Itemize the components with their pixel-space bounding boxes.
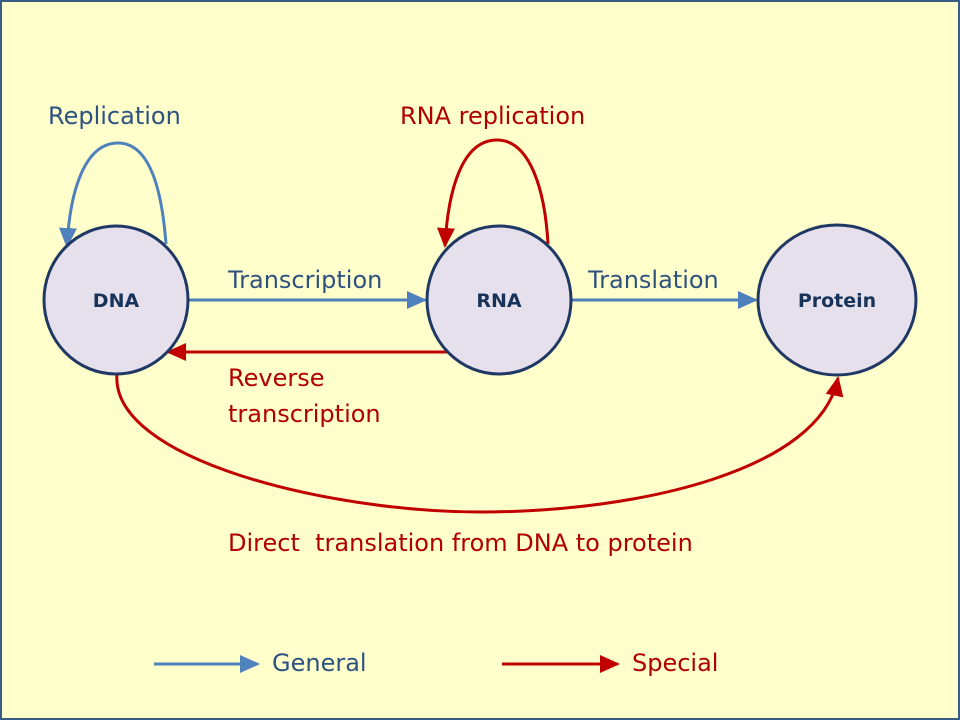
replication-label: Replication [48,102,181,130]
legend: General Special [154,649,718,677]
transcription-label: Transcription [227,266,382,294]
node-protein: Protein [756,223,918,377]
node-dna-label: DNA [93,290,140,312]
rna-replication-label: RNA replication [400,102,585,130]
direct-translation-label: Direct translation from DNA to protein [228,529,693,557]
direct-translation-arrow [115,373,844,514]
translation-label: Translation [587,266,719,294]
replication-arrow [58,141,168,248]
legend-special-label: Special [632,649,718,677]
node-protein-label: Protein [798,290,876,312]
legend-general-label: General [272,649,367,677]
reverse-transcription-label-line1: Reverse [228,364,324,392]
node-dna: DNA [42,224,190,376]
reverse-transcription-label-line2: transcription [228,400,381,428]
node-rna-label: RNA [476,290,522,312]
rna-replication-arrow [436,138,550,248]
node-rna: RNA [425,224,573,376]
